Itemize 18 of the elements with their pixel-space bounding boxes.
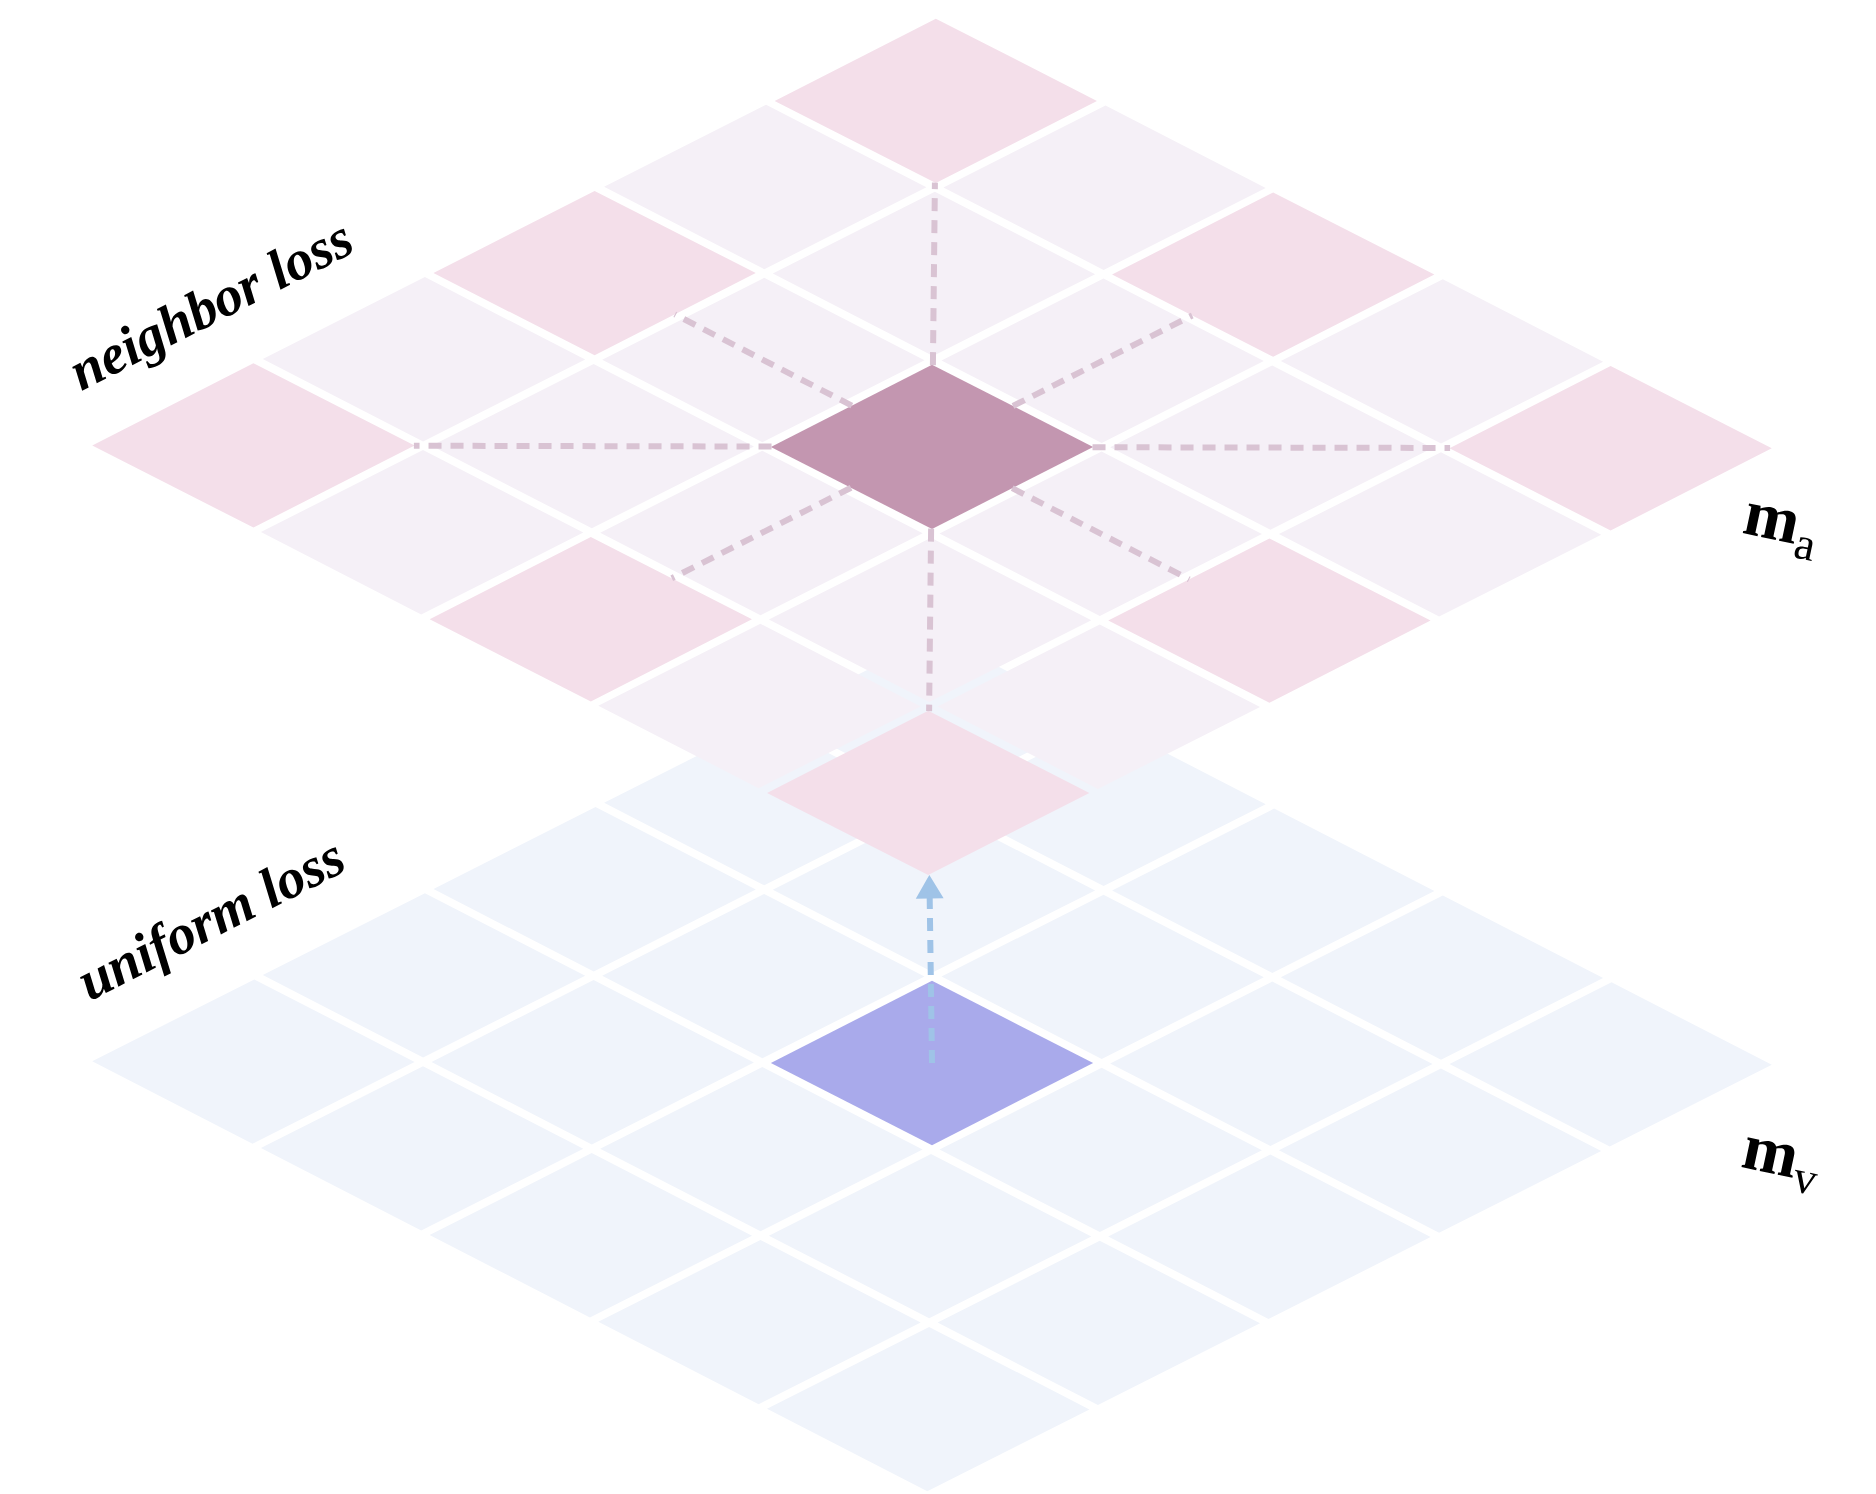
- dashed-line: [1010, 485, 1191, 582]
- grid-cell: [767, 710, 1090, 876]
- grid-cell: [770, 364, 1094, 530]
- layer-label: m$_{v}$: [1741, 1137, 1818, 1194]
- dashed-line: [1011, 312, 1194, 409]
- dashed-line: [670, 485, 853, 581]
- grid-cell: [433, 190, 756, 356]
- grid-cell: [774, 18, 1097, 184]
- dashed-line: [1092, 444, 1451, 451]
- grid-cell: [770, 980, 1094, 1146]
- grid-cell: [1108, 538, 1431, 703]
- grid-cell: [429, 537, 752, 702]
- layer-label: m$_{a}$: [1742, 503, 1813, 562]
- dashed-line: [413, 442, 772, 450]
- grid-cell: [1112, 192, 1435, 357]
- dashed-line: [673, 311, 854, 409]
- dashed-line: [929, 182, 938, 366]
- dashed-line: [926, 528, 935, 712]
